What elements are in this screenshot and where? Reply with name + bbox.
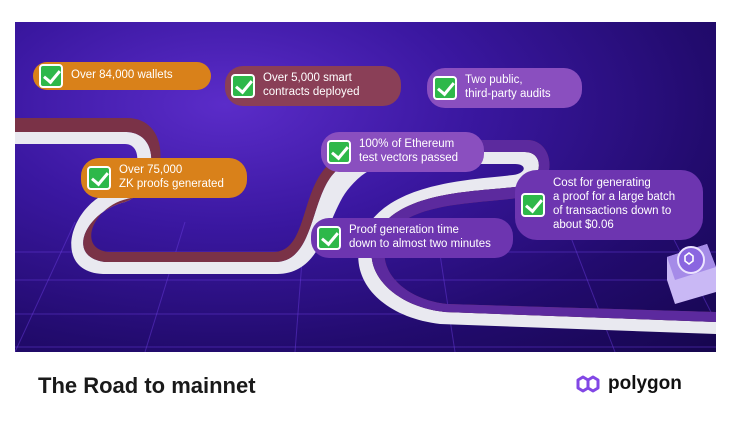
milestone-text: Two public, third-party audits: [465, 74, 551, 100]
milestone-audits: Two public, third-party audits: [427, 68, 582, 108]
milestone-text: Cost for generating a proof for a large …: [553, 177, 676, 231]
polygon-brand[interactable]: polygon: [575, 372, 682, 396]
milestone-text: Over 5,000 smart contracts deployed: [263, 72, 360, 98]
milestone-text: Proof generation time down to almost two…: [349, 224, 491, 250]
polygon-logo-icon: [576, 375, 600, 393]
checkmark-icon: [87, 166, 111, 190]
checkmark-icon: [39, 64, 63, 88]
page-title: The Road to mainnet: [38, 373, 256, 398]
polygon-token-icon: [667, 244, 716, 304]
hero-illustration: Over 84,000 wallets Over 5,000 smart con…: [15, 22, 716, 352]
checkmark-icon: [433, 76, 457, 100]
checkmark-icon: [231, 74, 255, 98]
milestone-wallets: Over 84,000 wallets: [33, 62, 211, 90]
milestone-proof-time: Proof generation time down to almost two…: [311, 218, 513, 258]
checkmark-icon: [317, 226, 341, 250]
milestone-contracts: Over 5,000 smart contracts deployed: [225, 66, 401, 106]
checkmark-icon: [327, 140, 351, 164]
milestone-test-vectors: 100% of Ethereum test vectors passed: [321, 132, 484, 172]
milestone-text: Over 75,000 ZK proofs generated: [119, 164, 224, 190]
grid-floor: [15, 221, 716, 352]
milestone-text: 100% of Ethereum test vectors passed: [359, 138, 459, 164]
milestone-zk-proofs: Over 75,000 ZK proofs generated: [81, 158, 247, 198]
checkmark-icon: [521, 193, 545, 217]
milestone-text: Over 84,000 wallets: [71, 69, 173, 82]
milestone-proof-cost: Cost for generating a proof for a large …: [515, 170, 703, 240]
brand-name: polygon: [608, 373, 682, 394]
